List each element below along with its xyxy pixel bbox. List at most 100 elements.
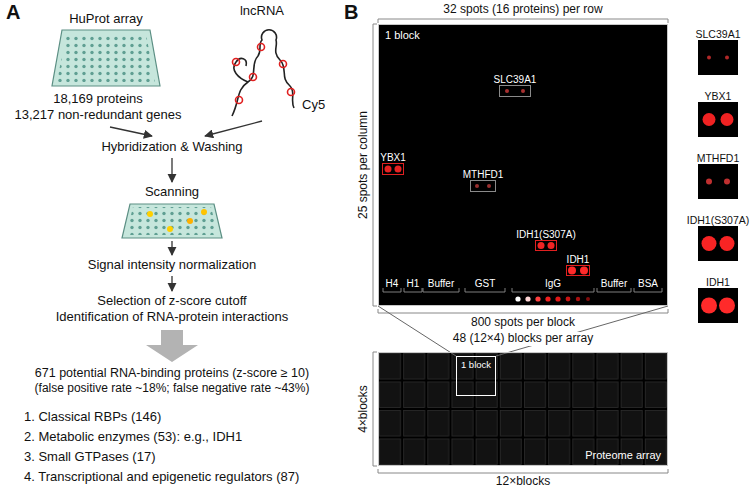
control-brackets <box>383 288 662 292</box>
list-item: 2. Metabolic enzymes (53): e.g., IDH1 <box>24 430 242 445</box>
dimension-label: 32 spots (16 proteins) per row <box>443 3 602 17</box>
step-text: Scanning <box>145 185 199 200</box>
control-label: BSA <box>638 278 658 290</box>
protein-label: MTHFD1 <box>697 152 740 164</box>
flow-arrow <box>171 158 172 182</box>
spot <box>566 297 571 302</box>
zoom-panel: SLC39A1 <box>698 40 738 75</box>
zoom-panel: YBX1 <box>698 102 738 137</box>
block-ground <box>378 24 668 306</box>
spot <box>385 166 392 173</box>
protein-label: MTHFD1 <box>463 169 504 181</box>
spot-box: IDH1 <box>566 265 590 276</box>
protein-label: IDH1 <box>567 254 590 266</box>
dimension-label: 25 spots per column <box>357 111 371 219</box>
spot <box>721 113 734 126</box>
spot <box>702 236 717 251</box>
step-text: Identification of RNA-protein interactio… <box>56 310 289 325</box>
spot <box>548 242 555 249</box>
bracket <box>378 469 668 473</box>
control-label: H1 <box>407 278 420 290</box>
spot-box: IDH1(S307A) <box>535 240 557 251</box>
zoom-panel: IDH1 <box>698 288 738 323</box>
array-spots <box>57 34 155 82</box>
hit-spots <box>147 209 207 232</box>
spot <box>505 89 509 93</box>
list-item: 1. Classical RBPs (146) <box>24 410 161 425</box>
dimension-label: 4×blocks <box>357 385 371 433</box>
spot <box>538 242 545 249</box>
spot-box: YBX1 <box>382 163 404 175</box>
array-spots <box>126 207 218 235</box>
protein-label: YBX1 <box>380 152 406 164</box>
panel-letter: A <box>6 1 20 24</box>
rna-branch <box>234 59 248 82</box>
flow-arrow <box>171 276 172 291</box>
dimension-label: 48 (12×4) blocks per array <box>450 332 596 346</box>
bracket <box>465 288 505 292</box>
control-label: Buffer <box>428 278 455 290</box>
block-marker: 1 block <box>456 356 496 396</box>
array-slide <box>52 30 160 86</box>
bracket <box>404 288 422 292</box>
spot <box>701 298 717 314</box>
dye-marks <box>233 44 295 104</box>
dye-label: Cy5 <box>302 98 325 113</box>
block-arrow <box>146 330 198 362</box>
spot <box>555 296 560 301</box>
flow-arrow <box>171 241 172 255</box>
bracket <box>423 288 459 292</box>
flow-arrow <box>205 121 262 136</box>
bracket <box>378 19 668 23</box>
spot <box>568 267 576 275</box>
spot-box: MTHFD1 <box>470 180 496 192</box>
hit-spot <box>167 226 173 232</box>
spot <box>515 296 520 301</box>
protein-label: SLC39A1 <box>494 74 537 86</box>
dye-mark <box>233 59 240 66</box>
flow-arrows <box>110 121 262 291</box>
protein-label: IDH1(S307A) <box>516 229 575 241</box>
dye-mark <box>288 89 295 96</box>
bracket <box>512 288 594 292</box>
zoom-line <box>378 306 456 356</box>
dye-mark <box>250 74 257 81</box>
protein-label: SLC39A1 <box>696 28 741 40</box>
spot <box>475 184 479 188</box>
bracket <box>373 24 377 306</box>
hit-spot <box>201 209 207 215</box>
bracket <box>634 288 662 292</box>
array-panel: Proteome array1 block <box>378 352 668 466</box>
protein-label: YBX1 <box>705 90 732 102</box>
zoom-panel: MTHFD1 <box>698 164 738 199</box>
array-ground <box>378 352 668 466</box>
count-text: 18,169 proteins <box>53 92 143 107</box>
hit-spot <box>147 211 153 217</box>
block-label: 1 block <box>457 360 495 371</box>
spot <box>521 89 525 93</box>
zoom-ground <box>698 40 738 75</box>
dye-mark <box>258 44 265 51</box>
protein-label: IDH1 <box>706 276 730 288</box>
result-text: (false positive rate ~18%; false negativ… <box>35 382 310 396</box>
dimension-brackets <box>373 19 668 473</box>
spot <box>395 166 402 173</box>
block-label: 1 block <box>385 29 420 42</box>
hit-spot <box>187 218 193 224</box>
spot <box>720 236 735 251</box>
zoom-ground <box>698 226 738 261</box>
count-text: 13,217 non-redundant genes <box>15 108 182 123</box>
zoom-ground <box>698 102 738 137</box>
result-text: 671 potential RNA-binding proteins (z-sc… <box>35 366 309 380</box>
panel-letter: B <box>344 1 358 24</box>
igg-spots <box>515 296 590 301</box>
array-label: HuProt array <box>69 12 143 27</box>
spot-box: SLC39A1 <box>499 85 531 97</box>
protein-label: IDH1(S307A) <box>687 214 749 226</box>
bracket <box>378 309 668 313</box>
dimension-label: 800 spots per block <box>468 316 578 330</box>
